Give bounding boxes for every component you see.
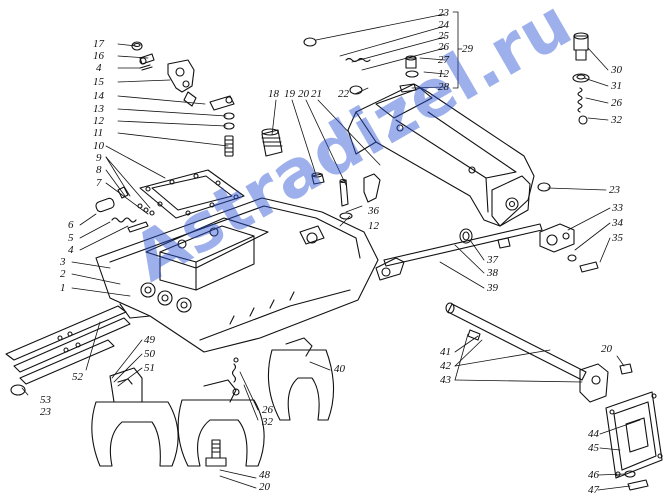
callout-25: 25 <box>438 30 449 42</box>
callout-46: 46 <box>588 469 599 481</box>
callout-8: 8 <box>96 164 102 176</box>
leader-lines <box>21 11 641 491</box>
callout-52: 52 <box>72 371 83 383</box>
callout-23-c: 23 <box>40 406 51 418</box>
callout-31: 31 <box>611 80 622 92</box>
callout-26-c: 26 <box>262 404 273 416</box>
callout-39: 39 <box>487 282 498 294</box>
callout-36: 36 <box>368 205 379 217</box>
callout-21: 21 <box>311 88 322 100</box>
callout-38: 38 <box>487 267 498 279</box>
callout-53: 53 <box>40 394 51 406</box>
callout-24: 24 <box>438 19 449 31</box>
callout-9: 9 <box>96 152 102 164</box>
callout-13: 13 <box>93 103 104 115</box>
callout-15: 15 <box>93 76 104 88</box>
shift-forks <box>91 337 335 467</box>
callout-12-b: 12 <box>438 68 449 80</box>
callout-3: 3 <box>60 256 66 268</box>
shaft-43 <box>445 302 633 403</box>
left-plunger-parts <box>95 186 155 233</box>
shaft-39 <box>375 223 543 281</box>
callout-2: 2 <box>60 268 66 280</box>
callout-33: 33 <box>612 202 623 214</box>
callout-41: 41 <box>440 346 451 358</box>
callout-12: 12 <box>93 115 104 127</box>
callout-43: 43 <box>440 374 451 386</box>
cover-housing <box>95 197 379 353</box>
callout-37: 37 <box>487 254 498 266</box>
callout-30: 30 <box>611 64 622 76</box>
callout-4-b: 4 <box>68 244 74 256</box>
callout-35: 35 <box>612 232 623 244</box>
detent-parts <box>303 32 590 125</box>
callout-34: 34 <box>612 217 623 229</box>
callout-32-b: 32 <box>262 416 273 428</box>
cover-plate <box>605 391 663 491</box>
callout-20-b: 20 <box>601 343 612 355</box>
callout-16: 16 <box>93 50 104 62</box>
callout-17: 17 <box>93 38 104 50</box>
callout-19: 19 <box>284 88 295 100</box>
callout-27: 27 <box>438 54 449 66</box>
mid-small-parts <box>261 128 511 249</box>
gasket <box>139 169 245 219</box>
callout-14: 14 <box>93 90 104 102</box>
callout-51: 51 <box>144 362 155 374</box>
callout-7: 7 <box>96 177 102 189</box>
callout-22: 22 <box>338 88 349 100</box>
callout-11: 11 <box>93 127 104 139</box>
callout-26-b: 26 <box>611 97 622 109</box>
callout-50: 50 <box>144 348 155 360</box>
right-fitting <box>539 223 599 273</box>
callout-48: 48 <box>259 469 270 481</box>
callout-6: 6 <box>68 219 74 231</box>
shift-lever-housing <box>347 83 551 227</box>
callout-4: 4 <box>96 62 102 74</box>
callout-23-b: 23 <box>609 184 620 196</box>
shift-rods <box>5 305 131 396</box>
callout-20: 20 <box>298 88 309 100</box>
callout-5: 5 <box>68 232 74 244</box>
callout-10: 10 <box>93 140 104 152</box>
callout-26: 26 <box>438 41 449 53</box>
callout-47: 47 <box>588 484 599 496</box>
callout-29: 29 <box>462 43 473 55</box>
upper-left-hardware <box>131 41 235 157</box>
callout-23: 23 <box>438 7 449 19</box>
callout-45: 45 <box>588 442 599 454</box>
callout-20-c: 20 <box>259 481 270 493</box>
callout-32: 32 <box>611 114 622 126</box>
callout-44: 44 <box>588 428 599 440</box>
callout-49: 49 <box>144 334 155 346</box>
callout-18: 18 <box>268 88 279 100</box>
callout-1: 1 <box>60 282 66 294</box>
callout-28: 28 <box>438 81 449 93</box>
callout-12-c: 12 <box>368 220 379 232</box>
callout-40: 40 <box>334 363 345 375</box>
callout-42: 42 <box>440 360 451 372</box>
